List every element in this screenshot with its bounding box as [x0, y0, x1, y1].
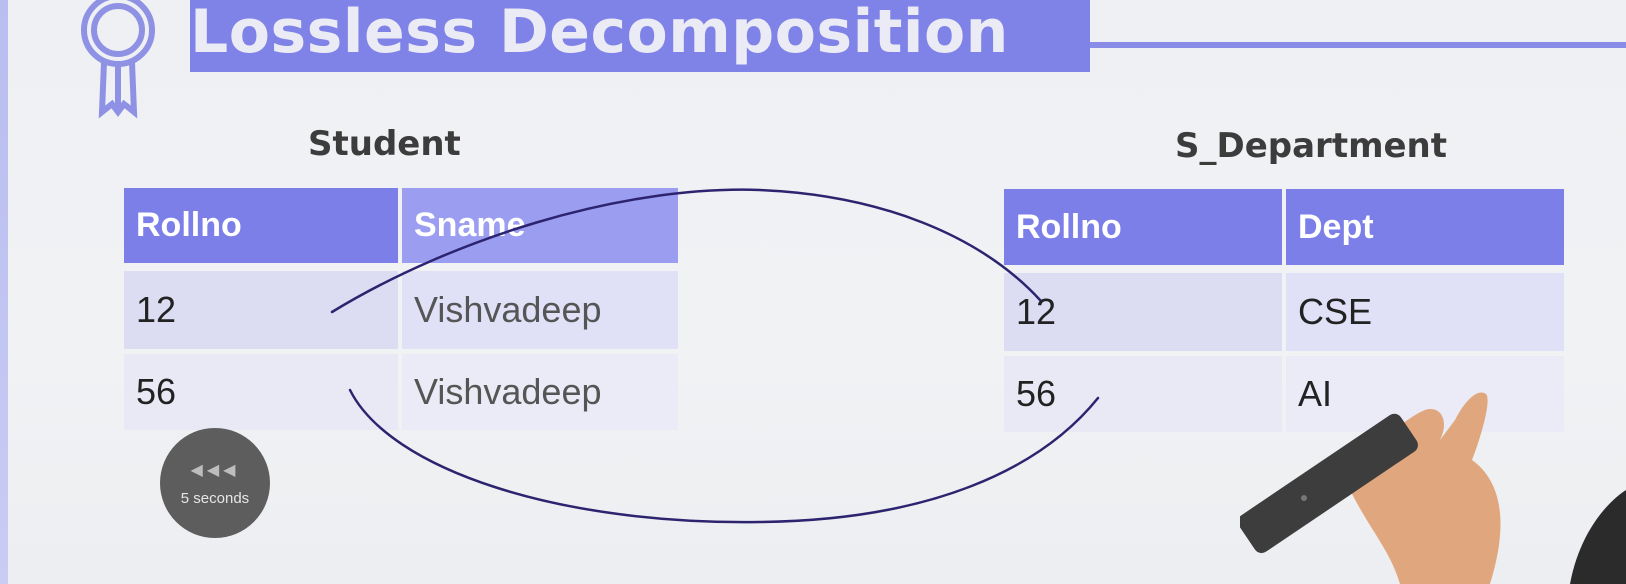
slide-title: Lossless Decomposition	[190, 0, 1009, 67]
department-row-1-dept: CSE	[1286, 273, 1564, 351]
rewind-icon: ◀◀◀	[190, 461, 240, 479]
student-row-1-sname: Vishvadeep	[402, 271, 678, 349]
award-badge-icon	[81, 0, 155, 119]
student-table-caption: Student	[308, 124, 461, 164]
rewind-button[interactable]: ◀◀◀ 5 seconds	[160, 428, 270, 538]
department-table-caption: S_Department	[1175, 126, 1448, 166]
title-banner	[190, 0, 1090, 72]
student-row-1-rollno: 12	[124, 271, 398, 349]
rewind-label: 5 seconds	[180, 489, 250, 507]
slide-left-border	[0, 0, 8, 584]
presenter-hand	[1240, 392, 1626, 584]
department-row-1-rollno: 12	[1004, 273, 1282, 351]
department-header-dept: Dept	[1286, 189, 1564, 265]
student-header-rollno: Rollno	[124, 188, 398, 263]
student-header-sname: Sname	[402, 188, 678, 263]
student-row-2-sname: Vishvadeep	[402, 354, 678, 430]
student-row-2-rollno: 56	[124, 354, 398, 430]
title-underline	[1090, 42, 1626, 48]
department-header-rollno: Rollno	[1004, 189, 1282, 265]
